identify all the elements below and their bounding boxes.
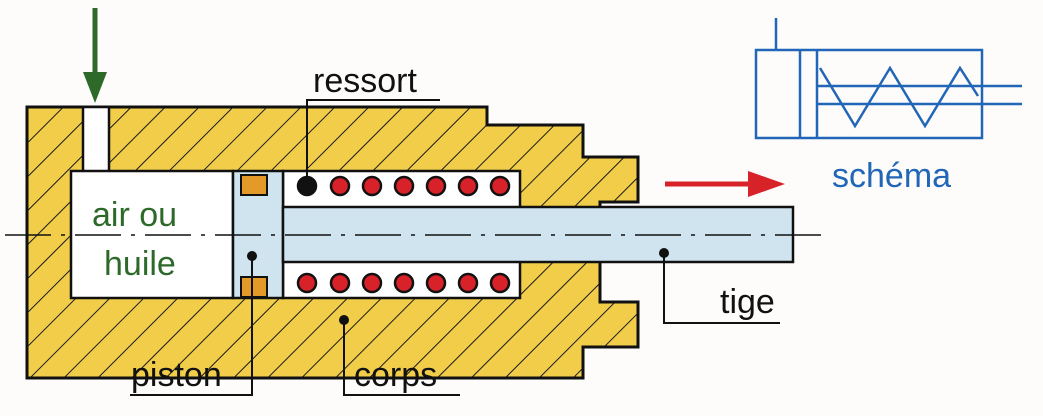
label-tige: tige bbox=[720, 283, 775, 321]
spring-coil bbox=[393, 175, 415, 197]
spring-coil bbox=[393, 272, 415, 294]
right-arrow-icon bbox=[665, 171, 785, 197]
inlet-port bbox=[81, 105, 111, 175]
leader-lines bbox=[130, 99, 780, 396]
spring-coil bbox=[425, 175, 447, 197]
spring-coil bbox=[489, 175, 511, 197]
label-fluid-line2: huile bbox=[104, 245, 176, 283]
spring-coil bbox=[457, 175, 479, 197]
leader-dot-piston bbox=[247, 251, 257, 261]
schematic-cylinder bbox=[754, 48, 984, 140]
down-arrow-icon bbox=[83, 8, 107, 103]
schematic-spring bbox=[818, 65, 980, 129]
spring-coil bbox=[457, 272, 479, 294]
spring-coil bbox=[425, 272, 447, 294]
spring-coil bbox=[329, 272, 351, 294]
piston-seal-bottom bbox=[240, 276, 268, 298]
label-corps: corps bbox=[354, 356, 437, 394]
label-fluid-line1: air ou bbox=[92, 196, 177, 234]
label-ressort: ressort bbox=[313, 62, 417, 100]
spring-coil bbox=[329, 175, 351, 197]
leader-dot-rod bbox=[659, 248, 669, 258]
spring-coil bbox=[296, 272, 318, 294]
leader-dot-body bbox=[339, 315, 349, 325]
label-piston: piston bbox=[131, 356, 222, 394]
spring-coil bbox=[361, 272, 383, 294]
spring-coil bbox=[489, 272, 511, 294]
label-schema: schéma bbox=[832, 157, 951, 195]
spring-coil bbox=[361, 175, 383, 197]
spring-coils-top bbox=[296, 175, 511, 197]
schematic-symbol bbox=[754, 18, 1022, 140]
spring-coils-bottom bbox=[296, 272, 511, 294]
piston-seal-top bbox=[240, 174, 268, 196]
